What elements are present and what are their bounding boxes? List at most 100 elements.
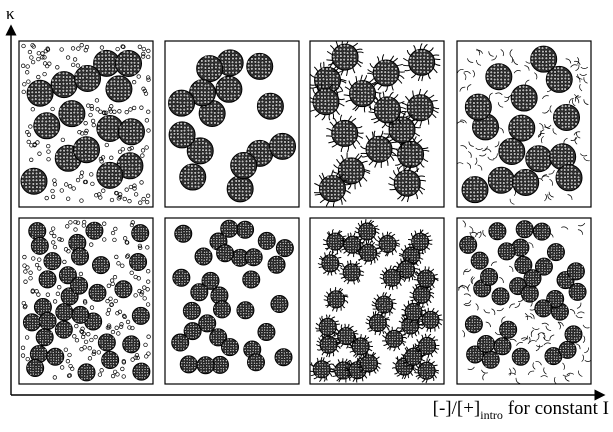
aggregate-bead bbox=[524, 170, 527, 173]
aggregate-bead bbox=[38, 98, 41, 101]
aggregate-bead bbox=[40, 307, 42, 309]
aggregate-bead bbox=[331, 96, 334, 99]
aggregate-bead bbox=[385, 115, 388, 118]
aggregate-bead bbox=[140, 239, 142, 241]
aggregate-bead bbox=[261, 151, 264, 154]
aggregate-bead bbox=[122, 136, 125, 139]
aggregate-bead bbox=[278, 104, 281, 107]
aggregate-bead bbox=[405, 156, 408, 159]
aggregate bbox=[465, 94, 491, 120]
aggregate-bead bbox=[209, 320, 211, 322]
aggregate-bead bbox=[350, 138, 353, 141]
aggregate-bead bbox=[183, 239, 185, 241]
aggregate-bead bbox=[568, 115, 571, 118]
aggregate-bead bbox=[497, 71, 500, 74]
aggregate-bead bbox=[210, 115, 213, 118]
aggregate bbox=[195, 248, 212, 265]
aggregate-bead bbox=[486, 71, 489, 74]
aggregate-bead bbox=[203, 357, 205, 359]
aggregate-bead bbox=[205, 287, 207, 289]
aggregate-bead bbox=[197, 70, 200, 73]
aggregate-bead bbox=[289, 360, 291, 362]
aggregate-bead bbox=[189, 311, 191, 313]
aggregate-bead bbox=[127, 83, 130, 86]
aggregate-bead bbox=[237, 308, 239, 310]
aggregate-bead bbox=[350, 65, 353, 68]
aggregate-bead bbox=[261, 332, 263, 334]
aggregate-bead bbox=[178, 231, 180, 233]
aggregate-bead bbox=[113, 94, 116, 97]
aggregate-bead bbox=[200, 94, 203, 97]
aggregate-bead bbox=[284, 154, 287, 157]
aggregate-bead bbox=[111, 126, 114, 129]
aggregate-bead bbox=[522, 96, 525, 99]
aggregate-bead bbox=[107, 90, 110, 93]
aggregate-bead bbox=[281, 349, 283, 351]
aggregate-bead bbox=[265, 58, 268, 61]
aggregate-bead bbox=[360, 98, 363, 101]
aggregate-bead bbox=[192, 308, 194, 310]
aggregate-bead bbox=[80, 261, 82, 263]
aggregate-bead bbox=[346, 124, 349, 127]
aggregate-bead bbox=[198, 175, 201, 178]
aggregate-bead bbox=[373, 144, 376, 147]
aggregate-bead bbox=[274, 298, 276, 300]
aggregate-bead bbox=[217, 253, 219, 255]
aggregate-bead bbox=[291, 141, 294, 144]
aggregate-bead bbox=[405, 178, 408, 181]
aggregate-bead bbox=[266, 337, 268, 339]
aggregate-bead bbox=[210, 241, 212, 243]
aggregate-bead bbox=[104, 184, 107, 187]
aggregate-bead bbox=[198, 334, 200, 336]
aggregate bbox=[183, 302, 200, 319]
aggregate-bead bbox=[205, 315, 207, 317]
aggregate-bead bbox=[202, 142, 205, 145]
aggregate-bead bbox=[105, 58, 108, 61]
aggregate-bead bbox=[39, 172, 42, 175]
aggregate-bead bbox=[335, 128, 338, 131]
aggregate-bead bbox=[203, 368, 205, 370]
aggregate-bead bbox=[353, 128, 356, 131]
aggregate-bead bbox=[470, 181, 473, 184]
aggregate-bead bbox=[75, 296, 77, 298]
aggregate-bead bbox=[238, 163, 241, 166]
aggregate-bead bbox=[318, 75, 321, 78]
aggregate-bead bbox=[240, 255, 242, 257]
aggregate-bead bbox=[530, 129, 533, 132]
aggregate-bead bbox=[415, 162, 418, 165]
aggregate-bead bbox=[92, 87, 95, 90]
aggregate-bead bbox=[67, 291, 69, 293]
aggregate-bead bbox=[186, 370, 188, 372]
aggregate-bead bbox=[518, 96, 521, 99]
aggregate-bead bbox=[34, 228, 36, 230]
aggregate-bead bbox=[554, 71, 557, 74]
aggregate-bead bbox=[133, 344, 135, 346]
aggregate-bead bbox=[84, 137, 87, 140]
aggregate-bead bbox=[225, 250, 227, 252]
aggregate-bead bbox=[334, 103, 337, 106]
aggregate-bead bbox=[564, 145, 567, 148]
aggregate-bead bbox=[44, 343, 46, 345]
aggregate-bead bbox=[180, 231, 182, 233]
aggregate-bead bbox=[205, 145, 208, 148]
aggregate-bead bbox=[32, 362, 34, 364]
aggregate-bead bbox=[32, 176, 35, 179]
aggregate-bead bbox=[213, 236, 215, 238]
aggregate-bead bbox=[221, 312, 223, 314]
aggregate-bead bbox=[416, 159, 419, 162]
aggregate-bead bbox=[231, 253, 233, 255]
aggregate-bead bbox=[72, 82, 75, 85]
aggregate-bead bbox=[62, 315, 64, 317]
aggregate-bead bbox=[46, 304, 48, 306]
aggregate-bead bbox=[111, 130, 114, 133]
aggregate-bead bbox=[143, 233, 145, 235]
aggregate bbox=[247, 354, 264, 371]
aggregate-bead bbox=[61, 312, 63, 314]
aggregate-bead bbox=[515, 96, 518, 99]
aggregate-bead bbox=[281, 262, 283, 264]
aggregate-bead bbox=[175, 348, 177, 350]
aggregate-bead bbox=[133, 257, 135, 259]
aggregate-bead bbox=[287, 248, 289, 250]
aggregate-bead bbox=[241, 174, 244, 177]
aggregate-bead bbox=[567, 183, 570, 186]
